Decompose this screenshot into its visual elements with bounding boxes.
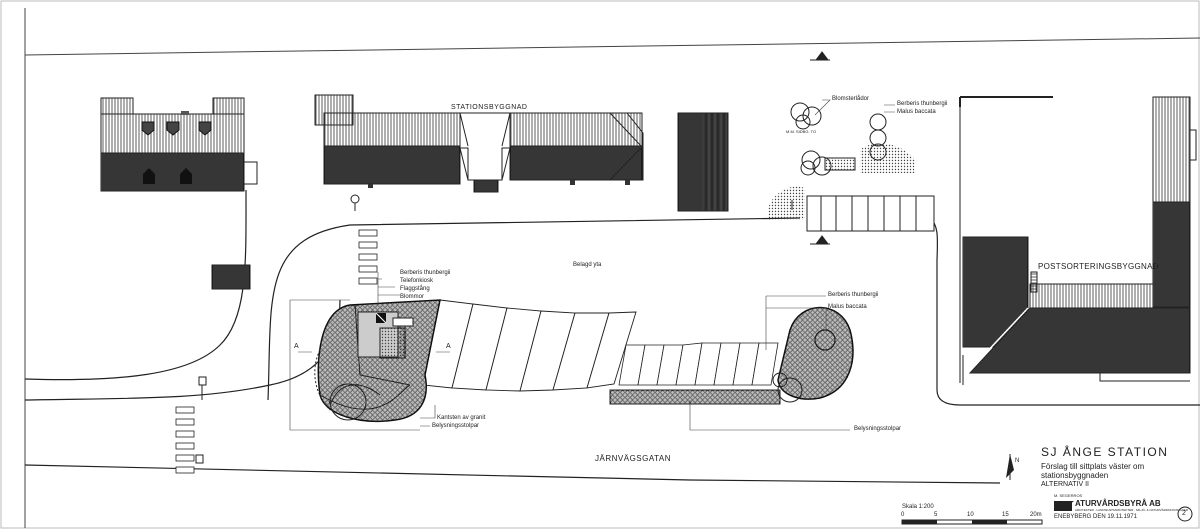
north-arrow-icon [1006, 454, 1014, 480]
right-label-berberis: Berberis thunbergii [828, 292, 879, 298]
left-label-kantsten: Kantsten av granit [437, 415, 486, 421]
top-label-malus: Malus baccata [897, 109, 936, 115]
scale-bar [901, 519, 1043, 525]
sheet-number-circle [1177, 506, 1193, 522]
right-label-malus: Malus baccata [828, 304, 867, 310]
crosswalk-lower [175, 406, 195, 474]
street-label: JÄRNVÄGSGATAN [595, 454, 671, 463]
section-mark-a-right: A [446, 343, 451, 350]
title-block-firm: ATURVÅRDSBYRÅ AB [1075, 499, 1161, 508]
scale-tick-10: 10 [967, 512, 974, 518]
post-building [959, 96, 1197, 385]
paving-slabs-large [422, 299, 637, 392]
scale-tick-15: 15 [1002, 512, 1009, 518]
paving-slabs-small [618, 342, 779, 386]
title-block-firm-small: M. SEGERROS [1054, 493, 1083, 498]
scale-tick-0: 0 [901, 512, 905, 518]
title-block-date: ENEBYBERG DEN 19.11.1971 [1054, 514, 1137, 520]
shed-building [677, 112, 729, 212]
parking-signs [195, 194, 360, 464]
top-label-berberis: Berberis thunbergii [897, 101, 948, 107]
leader-lines [289, 99, 895, 431]
top-label-small-note: M.M. SIDBG. TO [786, 129, 817, 134]
left-planting-island [314, 299, 441, 422]
kiosk-building [211, 264, 251, 290]
station-building-label: STATIONSBYGGNAD [451, 104, 528, 111]
sheet-number: 2 [1182, 510, 1186, 517]
frame-top [24, 37, 1200, 56]
title-block-title: SJ ÅNGE STATION [1041, 445, 1169, 459]
title-block-desc1: Förslag till sittplats väster om [1041, 462, 1145, 471]
post-building-label: POSTSORTERINGSBYGGNAD [1038, 262, 1159, 271]
hedge-strip [609, 389, 781, 405]
paved-area-label: Belagd yta [573, 262, 602, 268]
scale-tick-20: 20m [1030, 512, 1042, 518]
title-block-firm-sub: ARKITEKTER · LANDSKAPSARKITEKTER · MILJÖ… [1075, 508, 1189, 512]
title-block-alt: ALTERNATIV II [1041, 481, 1089, 488]
right-planting-island [772, 306, 854, 403]
firm-logo [1054, 501, 1074, 511]
left-label-blommor: Blommor [400, 294, 425, 300]
title-block-desc2: stationsbyggnaden [1041, 471, 1109, 480]
top-label-blomster: Blomsterlådor [832, 96, 870, 102]
left-label-belysning: Belysningsstolpar [432, 423, 480, 429]
scale-tick-5: 5 [934, 512, 938, 518]
left-house [100, 97, 258, 192]
scale-label: Skala 1:200 [902, 504, 934, 510]
section-mark-a-left: A [294, 343, 299, 350]
crosswalk-upper [358, 229, 378, 285]
north-label: N [1015, 458, 1020, 464]
right-label-belysning: Belysningsstolpar [854, 426, 902, 432]
station-building [314, 94, 644, 193]
top-planting [768, 51, 935, 245]
left-label-flagg: Flaggstång [400, 286, 430, 292]
left-label-berberis: Berberis thunbergii [400, 270, 451, 276]
left-label-telefon: Telefonkiosk [400, 278, 434, 284]
